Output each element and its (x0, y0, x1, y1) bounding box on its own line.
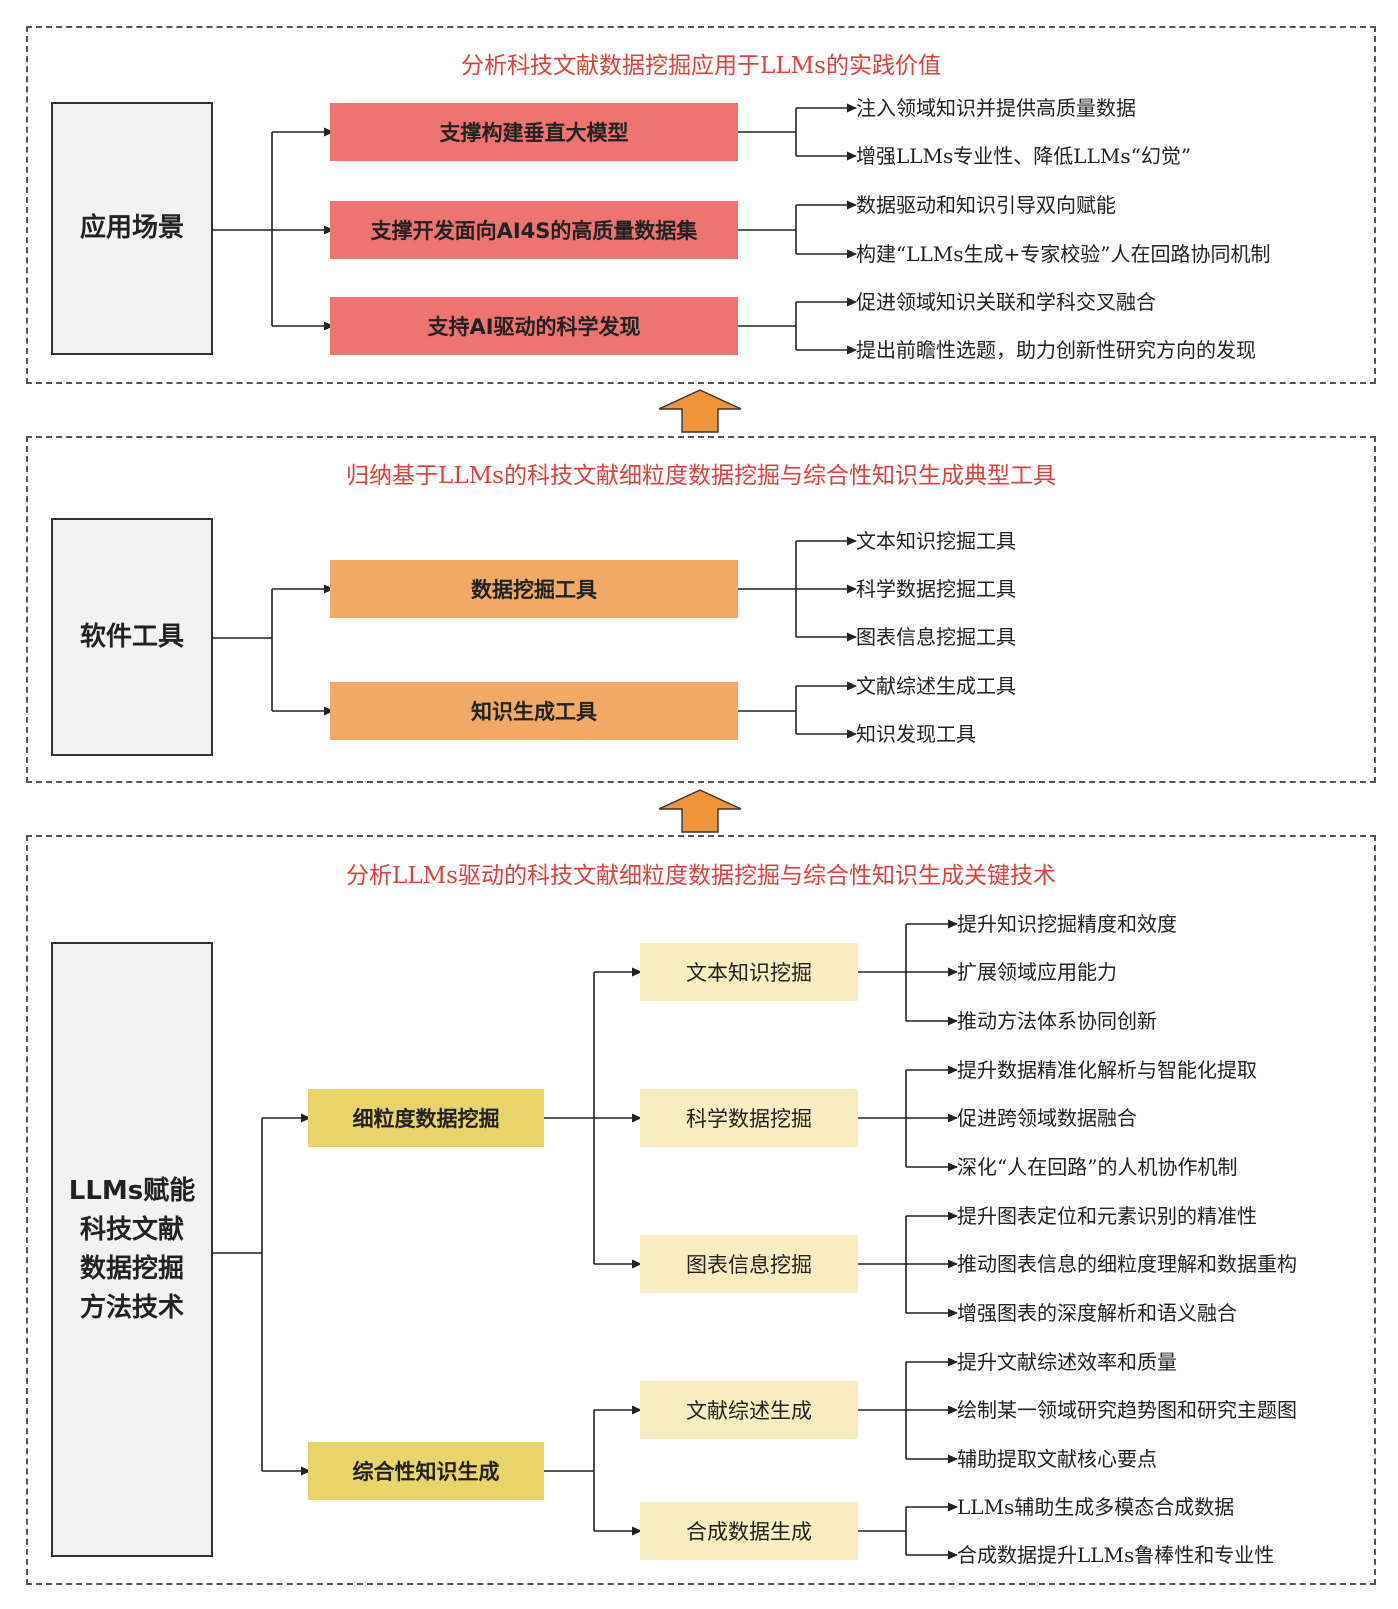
sub-branch-node: 文本知识挖掘 (640, 943, 858, 1001)
branch-node: 支撑开发面向AI4S的高质量数据集 (330, 201, 738, 259)
branch-node: 支撑构建垂直大模型 (330, 103, 738, 161)
sub-branch-node: 文献综述生成 (640, 1381, 858, 1439)
leaf-text: 提出前瞻性选题，助力创新性研究方向的发现 (856, 338, 1256, 362)
leaf-text: LLMs辅助生成多模态合成数据 (957, 1495, 1235, 1519)
panel-techniques: 分析LLMs驱动的科技文献细粒度数据挖掘与综合性知识生成关键技术 (26, 835, 1376, 1585)
branch-node: 综合性知识生成 (308, 1442, 544, 1500)
leaf-text: 合成数据提升LLMs鲁棒性和专业性 (957, 1543, 1275, 1567)
panel-title: 归纳基于LLMs的科技文献细粒度数据挖掘与综合性知识生成典型工具 (346, 463, 1056, 489)
panel-title: 分析科技文献数据挖掘应用于LLMs的实践价值 (461, 53, 941, 79)
root-node: 应用场景 (51, 102, 213, 355)
leaf-text: 推动方法体系协同创新 (957, 1009, 1157, 1033)
leaf-text: 文献综述生成工具 (856, 674, 1016, 698)
leaf-text: 绘制某一领域研究趋势图和研究主题图 (957, 1398, 1297, 1422)
leaf-text: 促进领域知识关联和学科交叉融合 (856, 290, 1156, 314)
branch-node: 数据挖掘工具 (330, 560, 738, 618)
sub-branch-node: 科学数据挖掘 (640, 1089, 858, 1147)
sub-branch-node: 图表信息挖掘 (640, 1235, 858, 1293)
leaf-text: 深化“人在回路”的人机协作机制 (957, 1155, 1238, 1179)
root-line: 科技文献 (79, 1214, 184, 1245)
root-node: LLMs赋能 科技文献 数据挖掘 方法技术 (51, 942, 213, 1557)
leaf-text: 科学数据挖掘工具 (856, 577, 1016, 601)
up-arrow-icon (658, 389, 742, 433)
root-line: LLMs赋能 (68, 1175, 196, 1206)
leaf-text: 文本知识挖掘工具 (856, 529, 1016, 553)
leaf-text: 辅助提取文献核心要点 (957, 1447, 1157, 1471)
leaf-text: 提升图表定位和元素识别的精准性 (957, 1204, 1257, 1228)
up-arrow-icon (658, 789, 742, 833)
leaf-text: 图表信息挖掘工具 (856, 625, 1016, 649)
leaf-text: 知识发现工具 (856, 722, 976, 746)
branch-node: 细粒度数据挖掘 (308, 1089, 544, 1147)
leaf-text: 提升知识挖掘精度和效度 (957, 912, 1177, 936)
root-node: 软件工具 (51, 518, 213, 756)
leaf-text: 提升文献综述效率和质量 (957, 1350, 1177, 1374)
leaf-text: 促进跨领域数据融合 (957, 1106, 1137, 1130)
branch-node: 知识生成工具 (330, 682, 738, 740)
leaf-text: 扩展领域应用能力 (957, 960, 1117, 984)
panel-title: 分析LLMs驱动的科技文献细粒度数据挖掘与综合性知识生成关键技术 (346, 863, 1056, 889)
sub-branch-node: 合成数据生成 (640, 1502, 858, 1560)
root-line: 数据挖掘 (79, 1253, 184, 1284)
leaf-text: 注入领域知识并提供高质量数据 (856, 96, 1136, 120)
leaf-text: 数据驱动和知识引导双向赋能 (856, 193, 1116, 217)
leaf-text: 推动图表信息的细粒度理解和数据重构 (957, 1252, 1297, 1276)
leaf-text: 构建“LLMs生成+专家校验”人在回路协同机制 (856, 242, 1271, 266)
panel-tools: 归纳基于LLMs的科技文献细粒度数据挖掘与综合性知识生成典型工具 (26, 436, 1376, 783)
panel-applications: 分析科技文献数据挖掘应用于LLMs的实践价值 (26, 26, 1376, 384)
branch-node: 支持AI驱动的科学发现 (330, 297, 738, 355)
leaf-text: 增强图表的深度解析和语义融合 (957, 1301, 1237, 1325)
leaf-text: 提升数据精准化解析与智能化提取 (957, 1058, 1257, 1082)
leaf-text: 增强LLMs专业性、降低LLMs“幻觉” (856, 144, 1192, 168)
root-line: 方法技术 (79, 1292, 184, 1323)
